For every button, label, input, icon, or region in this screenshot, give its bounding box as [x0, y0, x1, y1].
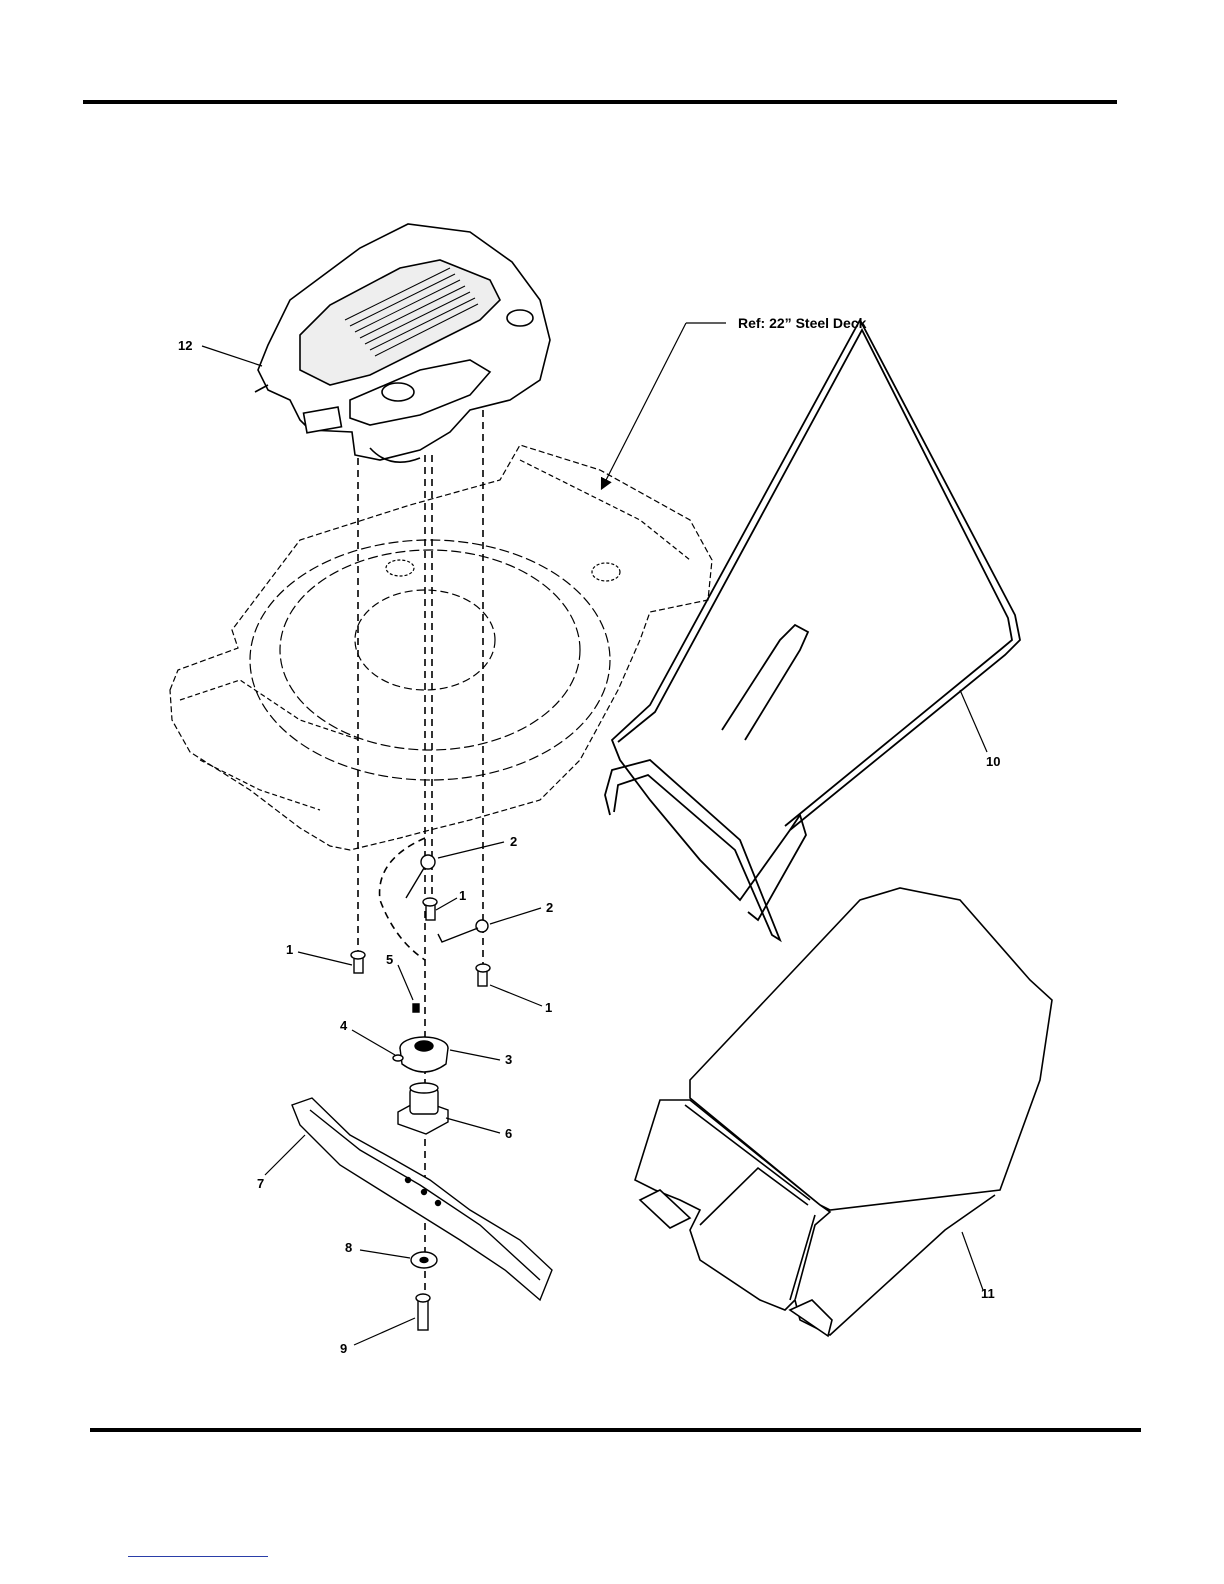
callout-8: 8 [345, 1240, 352, 1255]
grass-bag-part-11 [635, 888, 1052, 1336]
footer-link-underline[interactable] [128, 1556, 268, 1557]
callout-5: 5 [386, 952, 393, 967]
callout-1c: 1 [545, 1000, 552, 1015]
callout-6: 6 [505, 1126, 512, 1141]
callout-11: 11 [981, 1286, 995, 1301]
callout-1a: 1 [286, 942, 293, 957]
reference-label-steel-deck: Ref: 22” Steel Deck [738, 315, 867, 331]
callout-9: 9 [340, 1341, 347, 1356]
callout-4: 4 [340, 1018, 348, 1033]
callout-3: 3 [505, 1052, 512, 1067]
callout-7: 7 [257, 1176, 264, 1191]
steel-deck-reference [170, 445, 712, 850]
grass-bag-frame-part-10 [605, 320, 1020, 940]
callout-2a: 2 [510, 834, 517, 849]
callout-12: 12 [178, 338, 192, 353]
engine-part-12 [255, 224, 550, 462]
callout-10: 10 [986, 754, 1000, 769]
callout-2b: 2 [546, 900, 553, 915]
callout-1b: 1 [459, 888, 466, 903]
hardware-parts [292, 855, 552, 1330]
